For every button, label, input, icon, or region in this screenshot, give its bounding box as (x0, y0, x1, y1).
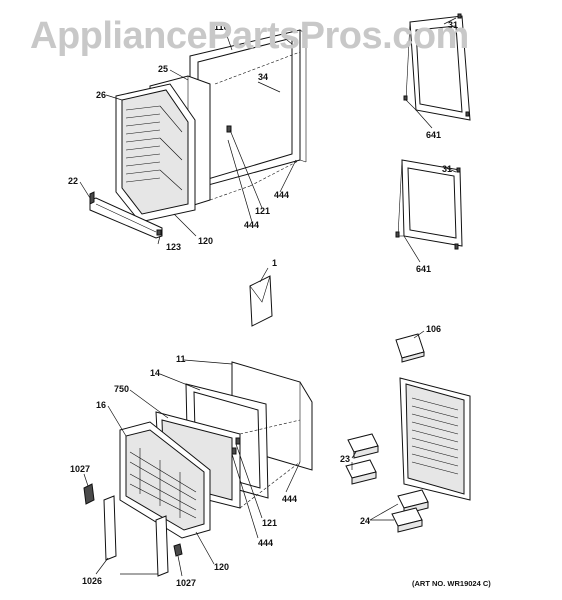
callout-444-upper-left: 444 (244, 220, 259, 230)
callout-14: 14 (150, 368, 160, 378)
callout-444-lower-right: 444 (282, 494, 297, 504)
callout-34: 34 (258, 72, 268, 82)
callout-22: 22 (68, 176, 78, 186)
freezer-door-liner (399, 377, 471, 501)
callout-24: 24 (360, 516, 370, 526)
callout-31-lower: 31 (442, 164, 452, 174)
callout-444-lower-left: 444 (258, 538, 273, 548)
door-bins (345, 433, 429, 533)
callout-1027-left: 1027 (70, 464, 90, 474)
shelf-frame-upper (403, 13, 471, 121)
callout-1: 1 (272, 258, 277, 268)
callout-26: 26 (96, 90, 106, 100)
callout-120-lower: 120 (214, 562, 229, 572)
part-106 (395, 333, 425, 363)
callout-23: 23 (340, 454, 350, 464)
callout-110: 110 (214, 22, 229, 32)
shelf-frame-lower (395, 159, 463, 250)
callout-1027-right: 1027 (176, 578, 196, 588)
leader-lines (79, 17, 457, 577)
callout-11: 11 (176, 354, 186, 364)
callout-121-upper: 121 (255, 206, 270, 216)
callout-106: 106 (426, 324, 441, 334)
callout-labels: 110 25 34 26 121 444 444 22 123 120 31 6… (68, 20, 458, 588)
callout-123: 123 (166, 242, 181, 252)
callout-31-upper: 31 (448, 20, 458, 30)
callout-16: 16 (96, 400, 106, 410)
upper-door-assembly (89, 29, 307, 239)
literature-envelope (249, 275, 273, 327)
callout-444-upper-right: 444 (274, 190, 289, 200)
callout-1026: 1026 (82, 576, 102, 586)
callout-25: 25 (158, 64, 168, 74)
callout-121-lower: 121 (262, 518, 277, 528)
watermark-text: AppliancePartsPros.com (30, 15, 469, 57)
callout-120-upper: 120 (198, 236, 213, 246)
art-number: (ART NO. WR19024 C) (412, 579, 491, 588)
callout-641-upper: 641 (426, 130, 441, 140)
callout-750: 750 (114, 384, 129, 394)
lower-door-assembly (83, 361, 313, 577)
callout-641-lower: 641 (416, 264, 431, 274)
